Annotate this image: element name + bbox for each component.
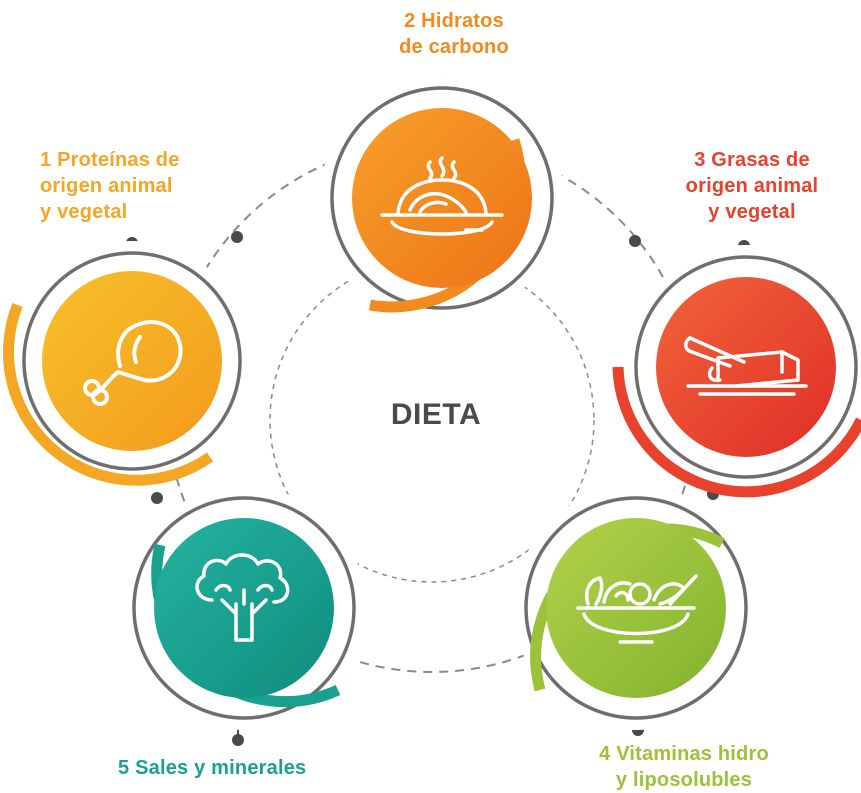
proteinas-arc (2, 302, 214, 486)
label-hidratos: 2 Hidratos de carbono (374, 8, 534, 60)
node-grasas (612, 240, 861, 498)
label-line: y vegetal (40, 201, 128, 223)
label-line: 5 Sales y minerales (118, 757, 307, 779)
orbit-dot (629, 235, 641, 247)
label-line: de carbono (399, 36, 509, 58)
broccoli-icon (195, 553, 290, 642)
salad-bowl-icon (576, 574, 698, 644)
label-proteinas: 1 Proteínas de origen animal y vegetal (40, 147, 180, 225)
label-line: origen animal (40, 175, 173, 197)
node-proteinas (2, 237, 252, 486)
label-sales: 5 Sales y minerales (118, 755, 306, 781)
chicken-leg-icon (83, 320, 183, 406)
label-vitaminas: 4 Vitaminas hidro y liposolubles (564, 741, 804, 793)
label-line: 2 Hidratos (404, 10, 504, 32)
label-line: 3 Grasas de (694, 149, 810, 171)
node-sales (122, 486, 366, 746)
node-vitaminas (514, 486, 758, 736)
center-title: DIETA (390, 398, 482, 431)
pasta-plate-icon (380, 156, 504, 236)
label-line: y liposolubles (615, 769, 753, 791)
label-grasas: 3 Grasas de origen animal y vegetal (662, 147, 842, 225)
label-line: origen animal (685, 175, 819, 197)
label-line: 1 Proteínas de (40, 149, 180, 171)
orbit-dot (151, 492, 163, 504)
butter-knife-icon (684, 336, 808, 396)
orbit-dot (231, 231, 243, 243)
label-line: 4 Vitaminas hidro (599, 743, 769, 765)
grasas-arc (612, 366, 861, 498)
label-line: y vegetal (708, 201, 796, 223)
orbit-dots (151, 231, 719, 504)
node-hidratos (320, 76, 564, 320)
